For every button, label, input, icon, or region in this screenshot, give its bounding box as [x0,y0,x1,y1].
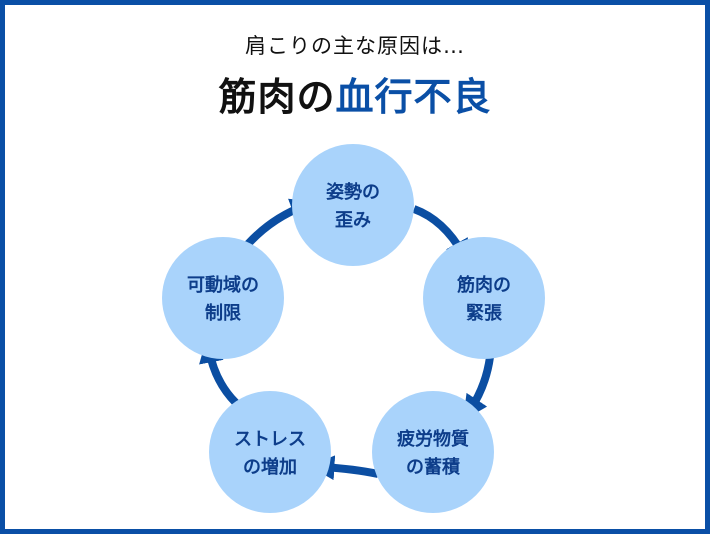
subtitle: 肩こりの主な原因は… [245,34,465,58]
title-part-blue: 血行不良 [335,75,492,119]
node-label-line1: ストレス [234,429,306,450]
page-title: 筋肉の血行不良 [0,66,710,121]
node-label-line1: 可動域の [187,274,259,296]
node-circle [423,237,545,359]
node-label-line1: 筋肉の [457,274,511,296]
node-circle [162,237,284,359]
cycle-node-stress: ストレス の増加 [209,391,331,513]
node-circle [372,391,494,513]
cycle-node-tension: 筋肉の 緊張 [423,237,545,359]
cycle-node-mobility: 可動域の 制限 [162,237,284,359]
node-label-line2: 緊張 [466,303,503,324]
arrow-fatigue-to-stress [309,455,379,481]
arrow-tension-to-fatigue [463,356,494,421]
node-label-line1: 姿勢の [326,181,380,203]
node-circle [209,391,331,513]
node-label-line2: 制限 [205,303,242,324]
node-label-line1: 疲労物質 [397,428,469,450]
cycle-node-fatigue: 疲労物質 の蓄積 [372,391,494,513]
title-part-black: 筋肉の [218,75,336,119]
node-label-line2: の蓄積 [406,456,461,478]
node-label-line2: 歪み [335,210,371,231]
node-circle [292,144,414,266]
cycle-nodes: 姿勢の 歪み 筋肉の 緊張 疲労物質 の蓄積 ストレス の増加 可動域の 制限 [162,144,545,513]
cycle-node-posture: 姿勢の 歪み [292,144,414,266]
node-label-line2: の増加 [243,456,297,478]
